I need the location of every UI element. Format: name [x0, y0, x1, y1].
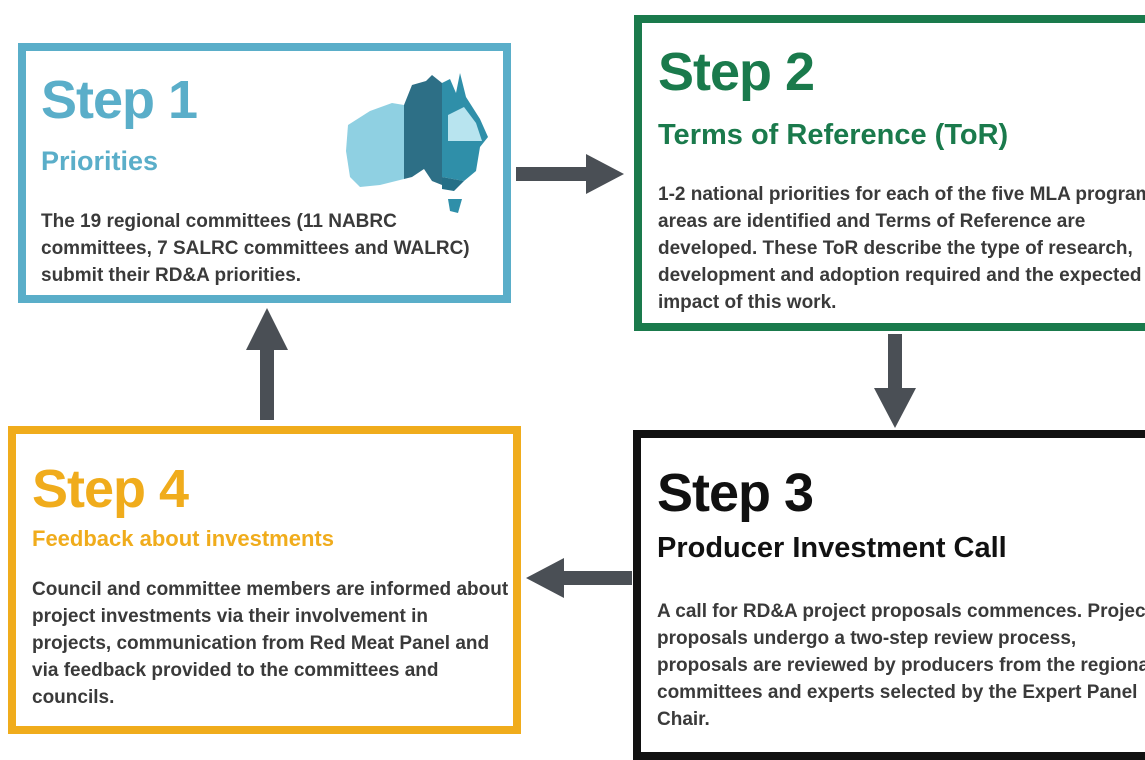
arrow-step4-to-step1 [246, 308, 288, 420]
arrow-step3-to-step4 [526, 558, 632, 598]
step-1-description: The 19 regional committees (11 NABRC com… [41, 211, 470, 286]
map-region-sa [404, 125, 442, 185]
map-region-vic [442, 177, 464, 191]
australia-map-icon [346, 73, 488, 213]
arrow-step1-to-step2 [516, 154, 624, 194]
step-4-description: Council and committee members are inform… [32, 579, 509, 708]
step-1-box: Step 1 Priorities The 19 regional commit… [18, 43, 511, 303]
step-1-subtitle: Priorities [41, 146, 159, 176]
map-region-nt [404, 75, 442, 125]
map-region-tas [448, 199, 462, 213]
step-1-title: Step 1 [41, 70, 198, 130]
step-3-subtitle: Producer Investment Call [657, 532, 1007, 564]
step-3-description: A call for RD&A project proposals commen… [657, 601, 1145, 730]
step-3-title: Step 3 [657, 463, 814, 523]
step-4-subtitle: Feedback about investments [32, 526, 334, 551]
step-2-title: Step 2 [658, 42, 815, 102]
step-2-box: Step 2 Terms of Reference (ToR) 1-2 nati… [634, 15, 1145, 331]
map-region-qld-highlight [448, 107, 482, 141]
step-4-title: Step 4 [32, 459, 189, 519]
arrow-step2-to-step3 [874, 334, 916, 428]
map-region-nsw [442, 147, 480, 181]
step-3-box: Step 3 Producer Investment Call A call f… [633, 430, 1145, 760]
map-region-wa [346, 103, 404, 187]
step-2-subtitle: Terms of Reference (ToR) [658, 119, 1009, 151]
step-2-description: 1-2 national priorities for each of the … [658, 184, 1145, 313]
step-4-box: Step 4 Feedback about investments Counci… [8, 426, 521, 734]
